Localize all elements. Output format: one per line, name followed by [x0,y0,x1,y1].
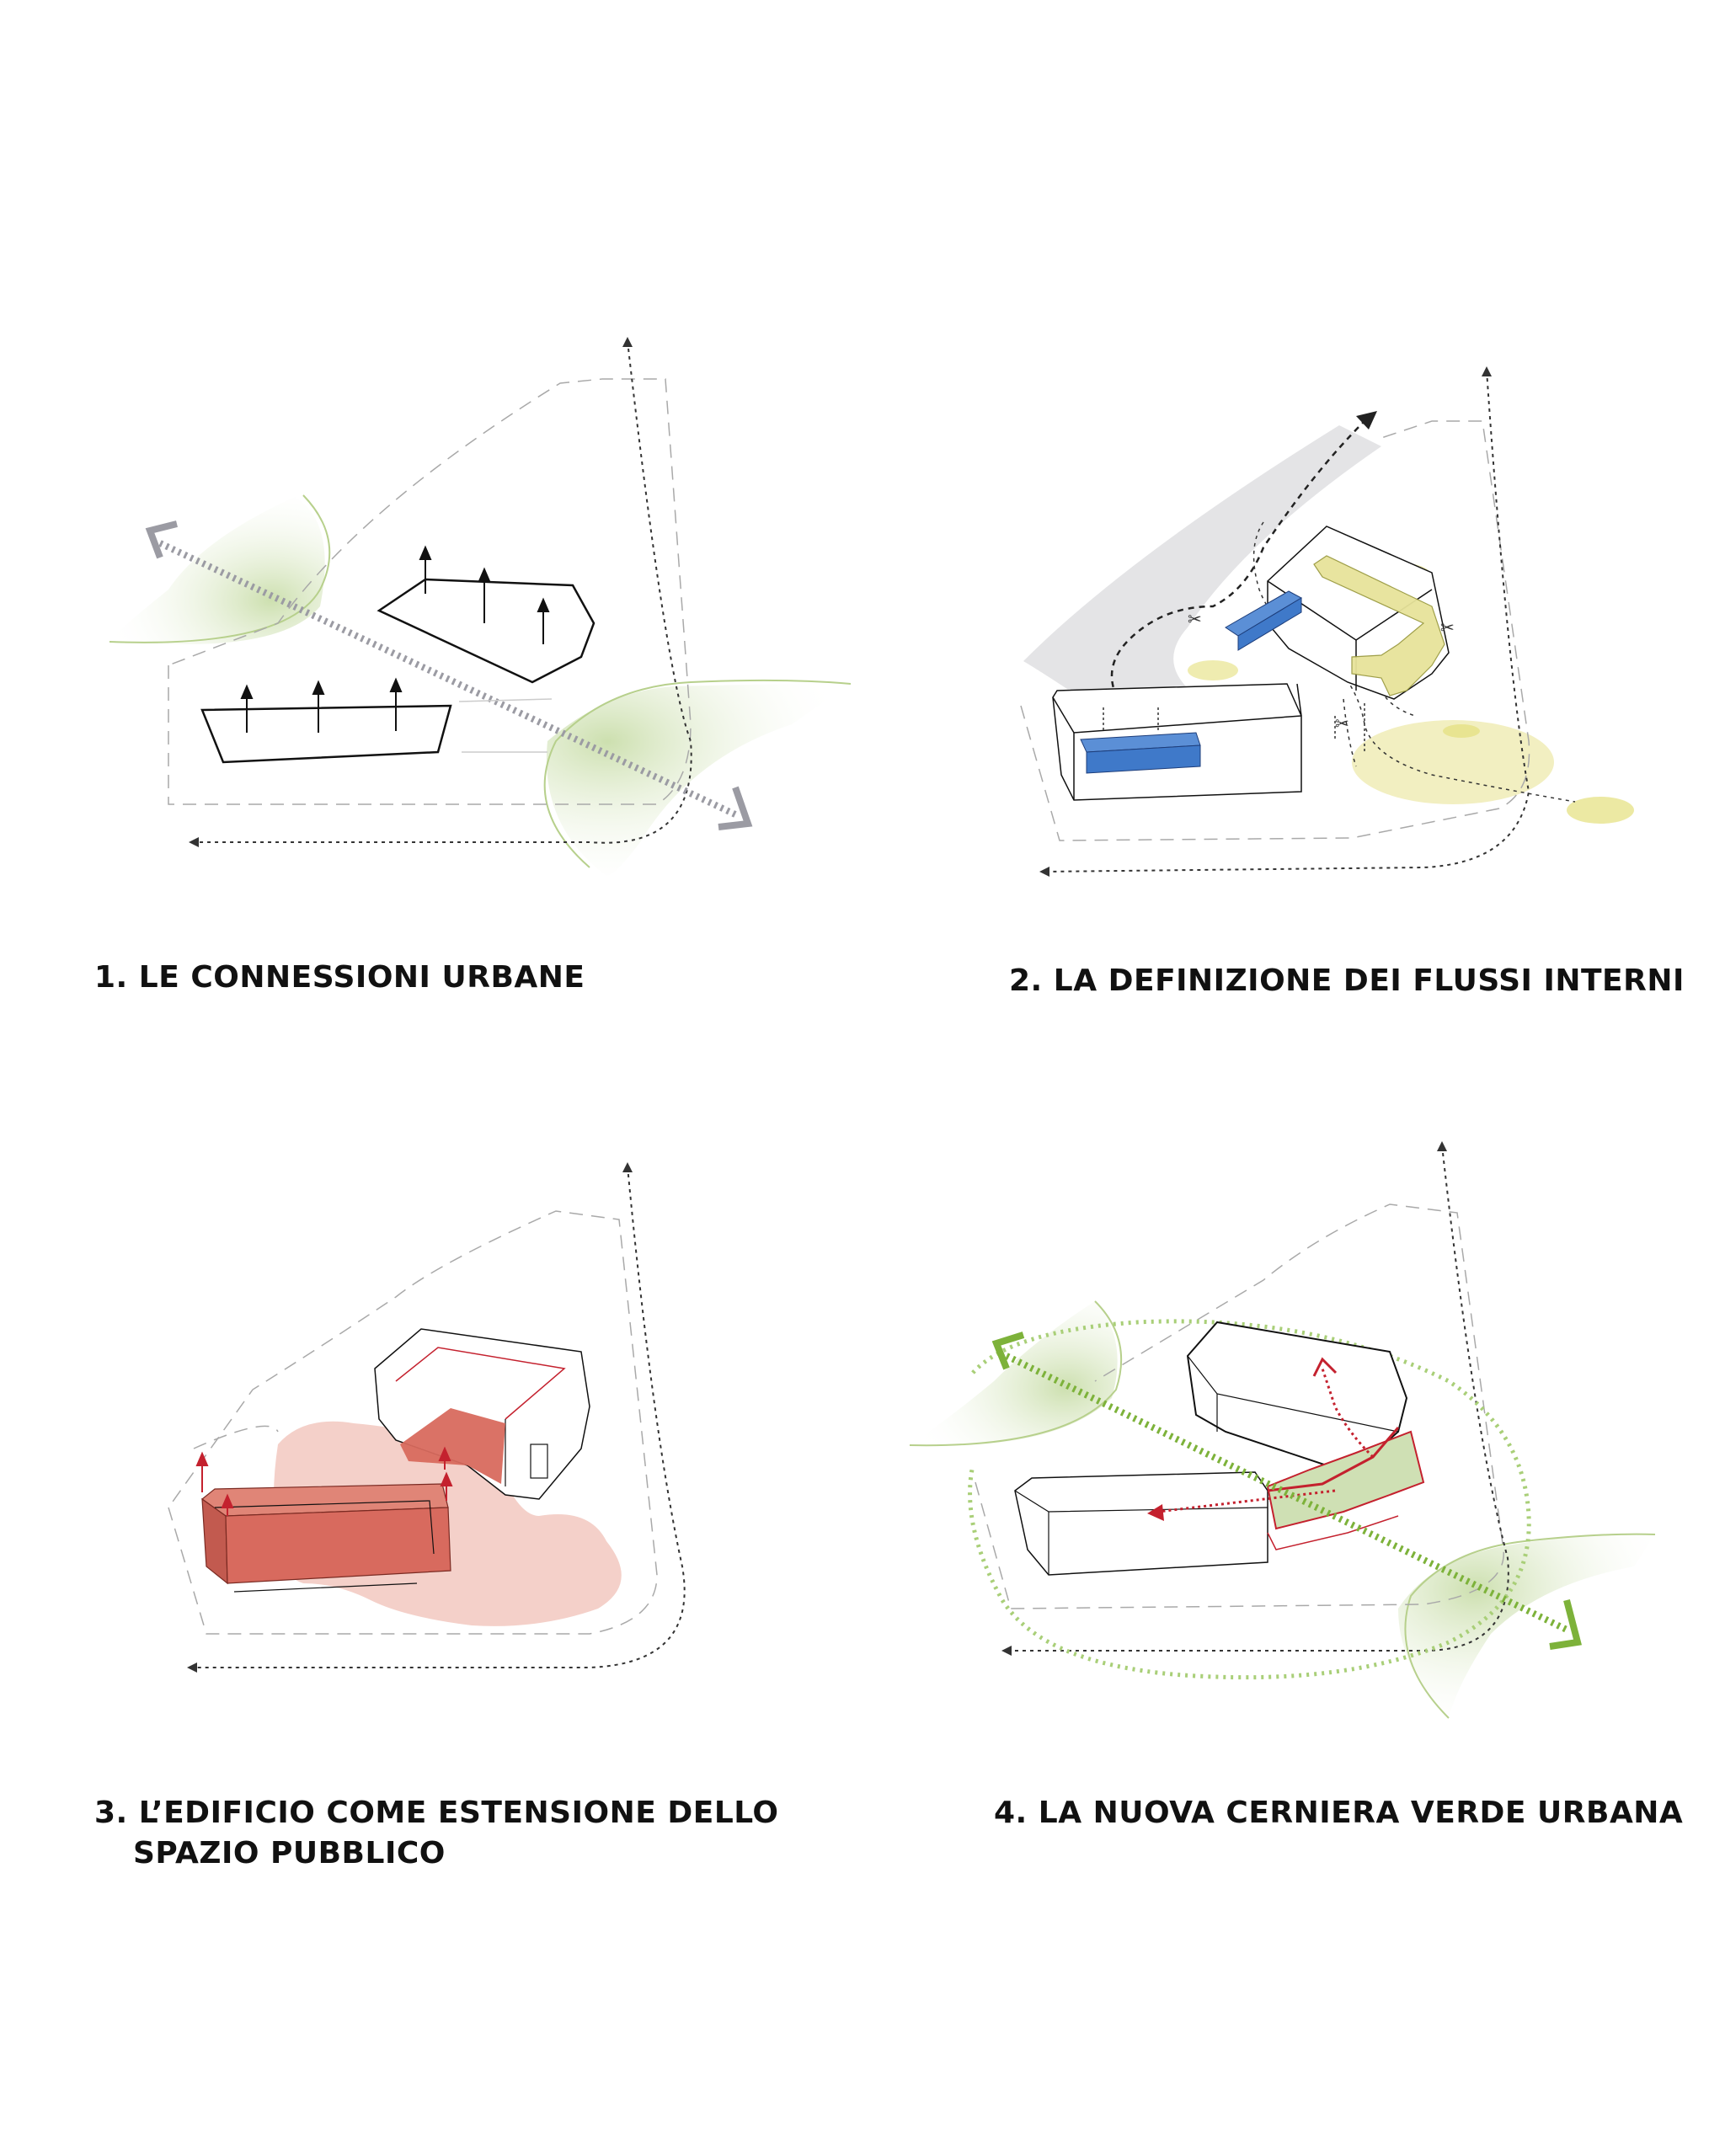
building-north-volume [1186,1321,1408,1467]
arrow-head-west-icon [189,837,199,847]
green-connector-volume [1266,1430,1425,1550]
upward-arrows-south [240,677,403,733]
red-building-south [201,1483,451,1593]
perimeter-path [1007,1145,1509,1652]
green-edge-line-northwest [109,494,331,643]
urban-connection-axis [158,540,739,819]
green-area-northwest [109,497,325,644]
scissors-icon-east: ✂ [1440,617,1455,638]
blue-volume-north [1225,590,1303,651]
axis-end-bracket-southeast [1549,1598,1582,1650]
axis-end-bracket-northwest [145,520,178,559]
caption-diagram-2: 2. LA DEFINIZIONE DEI FLUSSI INTERNI [1009,963,1685,998]
arrow-head-north-icon [1482,366,1492,376]
red-courtyard-volume [400,1408,505,1484]
green-edge-line-southeast [1404,1533,1656,1719]
arrow-head-west-icon [1039,867,1049,877]
scissors-icon-south: ✂ [1335,713,1349,734]
green-edge-line-southeast [543,679,852,868]
axis-end-bracket-southeast [718,786,753,830]
green-area-southeast [1398,1534,1655,1718]
perimeter-path [194,340,692,844]
axis-end-bracket-northwest [991,1331,1025,1370]
arrow-head-north-icon [622,1162,633,1172]
green-edge-line-northwest [909,1300,1123,1447]
red-route-line [1267,1427,1400,1492]
yellow-volume [1313,555,1445,696]
red-dotted-route-west [1157,1489,1336,1513]
red-arrow-head-north-icon [1312,1357,1338,1377]
arrow-head-west-icon [1001,1646,1012,1656]
blue-volume-south [1080,732,1201,774]
red-arrow-head-west-icon [1147,1504,1164,1521]
red-dotted-route-north [1321,1368,1375,1459]
yellow-zone-far-east [1567,797,1634,824]
secondary-flow-route [1252,521,1576,803]
caption-diagram-4: 4. LA NUOVA CERNIERA VERDE URBANA [994,1796,1684,1830]
yellow-zone-large [1352,720,1554,804]
green-area-southeast [546,684,851,876]
pedestrian-band [1023,425,1381,762]
entrance-arrows [1103,703,1365,754]
upward-arrows-north [419,545,550,644]
arrow-head-north-icon [1437,1141,1447,1151]
green-connection-axis [1005,1353,1568,1633]
caption-diagram-3-line-2: SPAZIO PUBBLICO [133,1836,446,1870]
caption-diagram-1: 1. LE CONNESSIONI URBANE [94,960,585,995]
site-boundary [168,1210,658,1635]
red-upward-arrows [195,1446,453,1516]
building-north-volume [374,1328,590,1500]
scissors-icon-west: ✂ [1188,609,1202,629]
site-boundary [168,378,692,805]
caption-diagram-3-line-1: 3. L’EDIFICIO COME ESTENSIONE DELLO [94,1796,779,1830]
green-area-northwest [910,1301,1118,1446]
perimeter-path [1044,370,1530,873]
arrow-head-west-icon [187,1662,197,1673]
flow-arrow-head-northeast-icon [1356,411,1377,430]
yellow-zone-west [1188,660,1238,680]
arrow-head-north-icon [622,337,633,347]
site-boundary [1020,420,1530,841]
yellow-zone-east [1443,724,1480,738]
main-flow-route [1110,420,1365,717]
building-south-volume [1014,1471,1268,1576]
building-footprint-south [200,704,452,764]
